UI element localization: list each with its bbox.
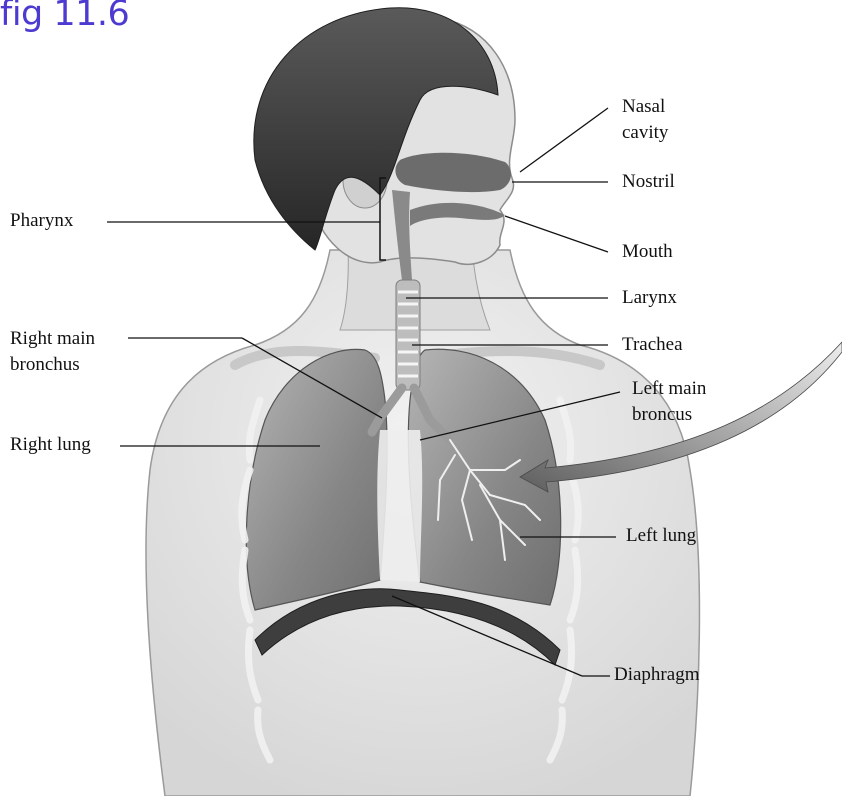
mediastinum	[377, 430, 422, 582]
label-trachea: Trachea	[622, 334, 683, 356]
label-left-lung: Left lung	[626, 525, 696, 547]
label-diaphragm: Diaphragm	[614, 664, 699, 686]
leader-mouth	[505, 216, 608, 252]
label-pharynx: Pharynx	[10, 210, 73, 232]
leader-nasal-cavity	[520, 108, 608, 172]
label-larynx: Larynx	[622, 287, 677, 309]
label-right-lung: Right lung	[10, 434, 91, 456]
label-right-main-bronchus-2: bronchus	[10, 354, 80, 376]
label-nasal-cavity-2: cavity	[622, 122, 668, 144]
label-nostril: Nostril	[622, 171, 675, 193]
label-left-main-bronchus-2: broncus	[632, 404, 692, 426]
trachea-shape	[396, 280, 420, 390]
label-left-main-bronchus-1: Left main	[632, 378, 706, 400]
label-nasal-cavity-1: Nasal	[622, 96, 665, 118]
label-right-main-bronchus-1: Right main	[10, 328, 95, 350]
label-mouth: Mouth	[622, 241, 673, 263]
